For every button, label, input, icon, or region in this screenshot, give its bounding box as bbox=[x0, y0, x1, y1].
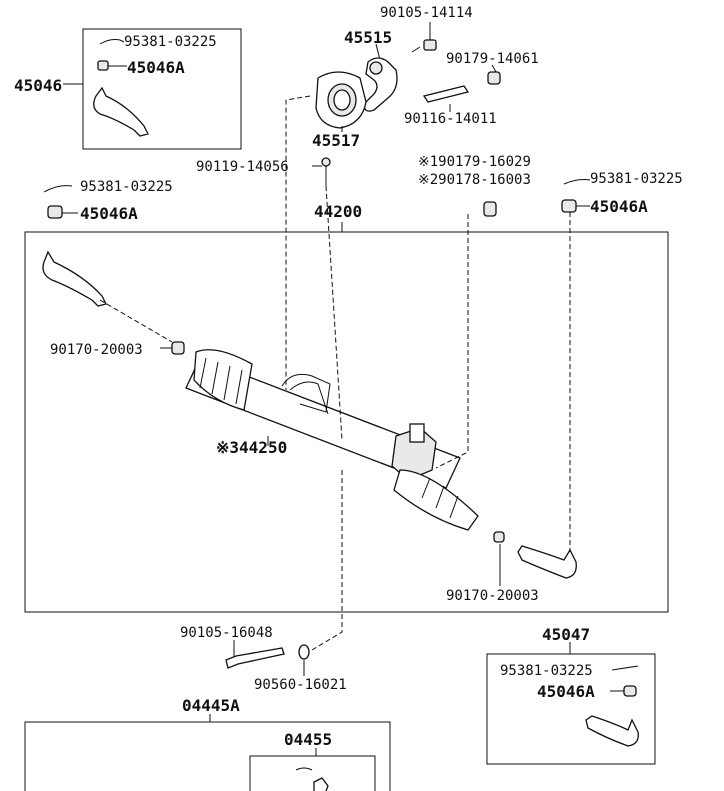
label-90560-16021: 90560-16021 bbox=[254, 677, 347, 693]
bolt-90105-16048 bbox=[225, 640, 285, 669]
label-95381-top: 95381-03225 bbox=[124, 34, 217, 50]
label-45046A-box: 45046A bbox=[537, 682, 595, 701]
washer-90560-16021 bbox=[298, 644, 310, 676]
label-95381-box: 95381-03225 bbox=[500, 663, 593, 679]
label-90119-14056: 90119-14056 bbox=[196, 159, 289, 175]
steering-gear-box bbox=[24, 231, 669, 613]
label-95381-left: 95381-03225 bbox=[80, 179, 173, 195]
label-90179-16029: ※190179-16029 bbox=[418, 154, 531, 170]
bracket-45515 bbox=[363, 43, 398, 112]
bolt-90105-14114 bbox=[411, 22, 437, 53]
label-90179-14061: 90179-14061 bbox=[446, 51, 539, 67]
label-45515: 45515 bbox=[344, 28, 392, 47]
label-45047: 45047 bbox=[542, 625, 590, 644]
clip-right bbox=[563, 179, 591, 185]
label-90170-right: 90170-20003 bbox=[446, 588, 539, 604]
label-45046A-right: 45046A bbox=[590, 197, 648, 216]
label-44250: ※344250 bbox=[216, 438, 287, 457]
label-90105-16048: 90105-16048 bbox=[180, 625, 273, 641]
nut-90179-14061 bbox=[487, 64, 501, 85]
tie-rod-end-right-box bbox=[486, 653, 656, 765]
label-04455: 04455 bbox=[284, 730, 332, 749]
label-04445A: 04445A bbox=[182, 696, 240, 715]
nut-left bbox=[47, 205, 63, 219]
label-95381-right: 95381-03225 bbox=[590, 171, 683, 187]
clip-left bbox=[43, 185, 73, 193]
tie-rod-end-left-parts bbox=[63, 39, 149, 137]
tie-rod-end-left-box bbox=[82, 28, 242, 150]
label-90116-14011: 90116-14011 bbox=[404, 111, 497, 127]
kit-box bbox=[24, 721, 391, 791]
steering-gear-assembly bbox=[42, 250, 577, 579]
stud-90116-14011 bbox=[422, 85, 470, 112]
nut-right bbox=[561, 199, 577, 213]
label-90178-16003: ※290178-16003 bbox=[418, 172, 531, 188]
label-45046A-left: 45046A bbox=[80, 204, 138, 223]
label-45517: 45517 bbox=[312, 131, 360, 150]
label-45046: 45046 bbox=[14, 76, 62, 95]
label-44200: 44200 bbox=[314, 202, 362, 221]
label-45046A-top: 45046A bbox=[127, 58, 185, 77]
tie-rod-end-right-parts bbox=[585, 665, 639, 747]
bolt-90119-14056 bbox=[312, 157, 331, 186]
grommet-45517 bbox=[315, 71, 367, 132]
label-90170-left: 90170-20003 bbox=[50, 342, 143, 358]
kit-inner-box bbox=[249, 755, 376, 791]
nut-90178-16003 bbox=[483, 201, 497, 217]
label-90105-14114: 90105-14114 bbox=[380, 5, 473, 21]
